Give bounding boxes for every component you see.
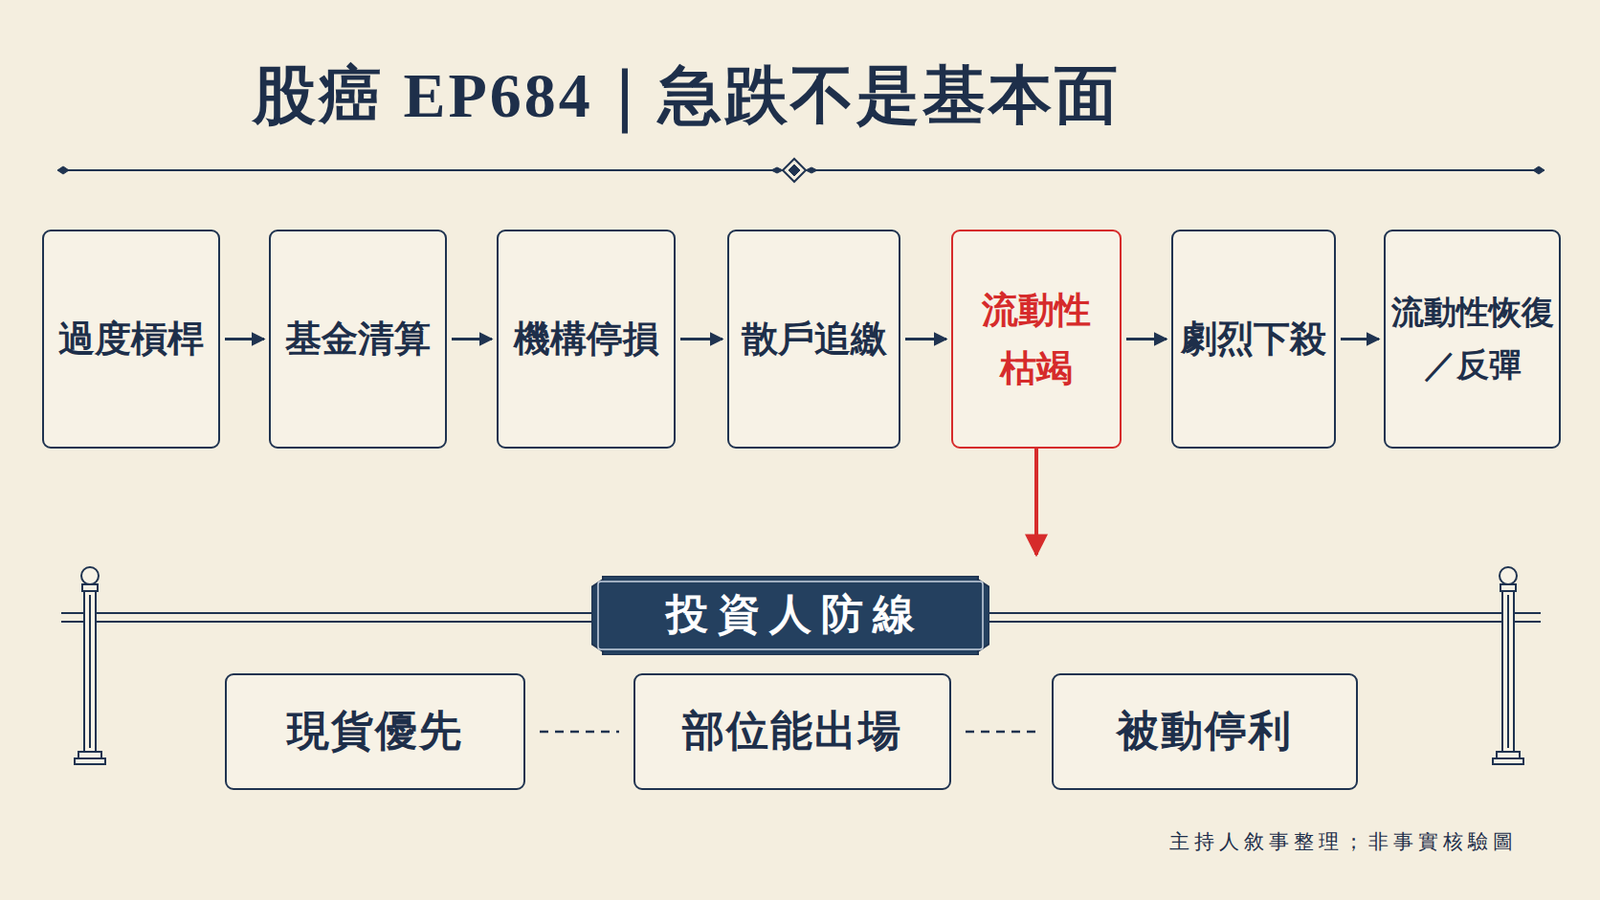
dashed-link: [965, 731, 1038, 734]
node-label: 流動性恢復 ／反彈: [1385, 287, 1559, 392]
node-label: 散戶追繳: [733, 310, 895, 369]
flow-arrow: [905, 337, 947, 341]
process-box: 散戶追繳: [727, 229, 901, 449]
title-rule: [57, 158, 1545, 182]
flow-arrow: [680, 337, 723, 341]
flow-arrow: [224, 337, 265, 341]
highlight-box: 流動性 枯竭: [951, 229, 1122, 449]
flow-arrow: [1340, 337, 1379, 341]
node-label: 劇烈下殺: [1173, 310, 1334, 369]
dashed-link: [539, 731, 620, 734]
flow-arrow: [451, 337, 492, 341]
page-title: 股癌 EP684｜急跌不是基本面: [252, 57, 1121, 134]
banner-fill: [591, 576, 990, 656]
defense-banner: 投資人防線: [591, 576, 990, 656]
process-box: 過度槓桿: [42, 229, 221, 449]
process-box: 流動性恢復 ／反彈: [1383, 229, 1561, 449]
banner-inner-rule: [598, 581, 983, 650]
node-label: 現貨優先: [287, 704, 464, 759]
defense-box: 部位能出場: [633, 673, 952, 791]
node-label: 被動停利: [1116, 704, 1293, 759]
node-label: 基金清算: [277, 310, 439, 369]
process-box: 劇烈下殺: [1171, 229, 1336, 449]
node-label: 部位能出場: [682, 704, 903, 759]
flow-arrow: [1126, 337, 1167, 341]
node-label: 機構停損: [506, 310, 667, 369]
node-label: 投資人防線: [656, 590, 925, 642]
process-box: 機構停損: [496, 229, 676, 449]
flow-arrow: [1034, 448, 1039, 556]
process-box: 基金清算: [268, 229, 447, 449]
defense-box: 現貨優先: [224, 673, 526, 791]
stanchion-post: [1492, 567, 1524, 765]
defense-box: 被動停利: [1051, 673, 1358, 791]
node-label: 流動性 枯竭: [953, 281, 1120, 399]
node-label: 過度槓桿: [50, 310, 212, 369]
caption-note: 主持人敘事整理；非事實核驗圖: [1169, 828, 1572, 856]
stanchion-post: [74, 567, 106, 765]
